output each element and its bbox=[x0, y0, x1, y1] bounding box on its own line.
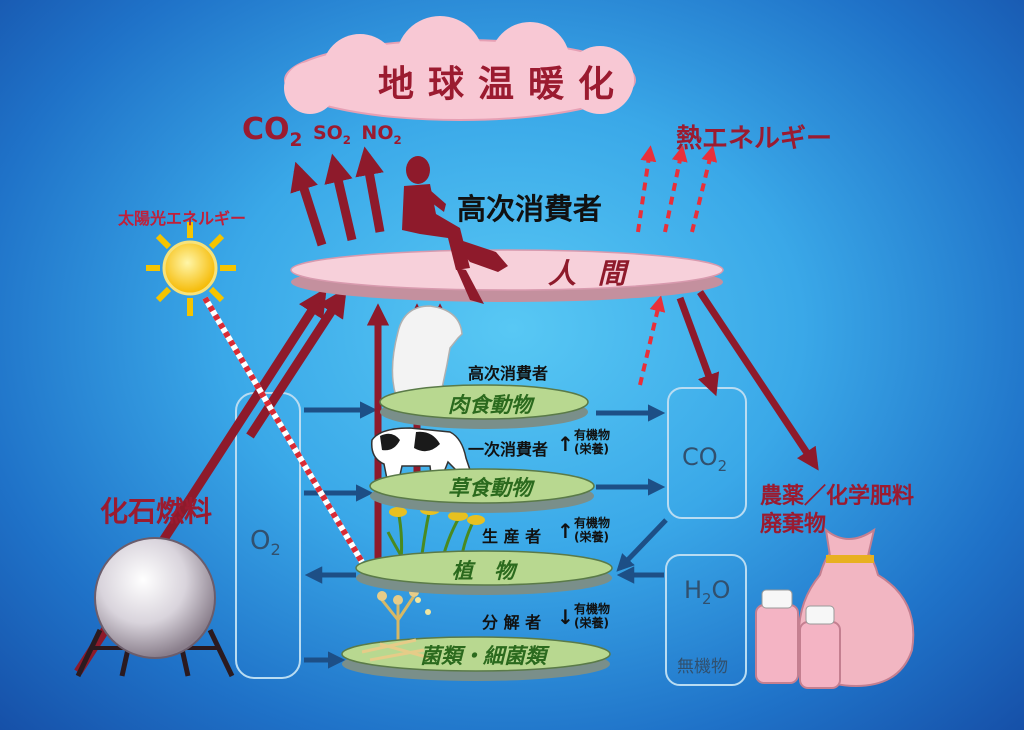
no2-label: NO2 bbox=[361, 122, 402, 147]
human-outflow-arrows bbox=[676, 290, 819, 471]
title: 地球温暖化 bbox=[378, 64, 629, 105]
so2-label: SO2 bbox=[312, 122, 351, 147]
o2-label: O2 bbox=[250, 526, 281, 560]
h2o-box bbox=[665, 554, 747, 686]
note-producer-line2: (栄養) bbox=[574, 530, 609, 544]
note-herbivore-line1: 有機物 bbox=[574, 428, 611, 442]
plate-plants-label: 植 物 bbox=[452, 559, 515, 583]
inorganic-label: 無機物 bbox=[677, 657, 728, 677]
fuel-tank-icon bbox=[75, 537, 235, 678]
fossil-fuel-label: 化石燃料 bbox=[100, 495, 213, 528]
role-decomposer: 分 解 者 bbox=[482, 613, 542, 632]
heat-arrows bbox=[636, 145, 718, 386]
emission-labels: CO2 SO2 NO2 bbox=[242, 112, 402, 151]
co2-box-label: CO2 bbox=[682, 443, 728, 475]
note-decomposer-line2: (栄養) bbox=[574, 616, 609, 630]
pesticides-label: 農薬／化学肥料 bbox=[760, 484, 915, 509]
arrow-herbivore: ↑ bbox=[557, 432, 574, 456]
role-producer: 生 産 者 bbox=[482, 527, 542, 546]
co2-label: CO2 bbox=[242, 112, 303, 151]
plate-decomposers-label: 菌類・細菌類 bbox=[420, 644, 546, 668]
solar-energy-label: 太陽光エネルギー bbox=[118, 209, 247, 228]
waste-label: 廃棄物 bbox=[760, 512, 827, 537]
arrow-decomposer: ↓ bbox=[557, 605, 574, 629]
note-producer-line1: 有機物 bbox=[574, 516, 611, 530]
emission-arrows bbox=[290, 146, 385, 247]
note-decomposer: 有機物 (栄養) bbox=[574, 602, 610, 630]
human-label: 人 間 bbox=[548, 257, 632, 290]
plate-herbivore-label: 草食動物 bbox=[448, 476, 532, 500]
o2-box bbox=[235, 392, 301, 679]
note-herbivore-line2: (栄養) bbox=[574, 442, 609, 456]
plate-herbivore bbox=[369, 468, 595, 513]
straw-icon bbox=[361, 638, 431, 662]
note-producer: 有機物 (栄養) bbox=[574, 516, 610, 544]
sun-icon bbox=[146, 222, 236, 316]
plate-plants bbox=[355, 550, 613, 595]
human-figure bbox=[402, 156, 508, 304]
polar-bear-icon bbox=[391, 305, 463, 397]
role-herbivore: 一次消費者 bbox=[468, 440, 549, 459]
plate-carnivore bbox=[379, 384, 589, 429]
plate-decomposers bbox=[341, 636, 611, 681]
cow-icon bbox=[371, 427, 471, 485]
note-decomposer-line1: 有機物 bbox=[574, 602, 611, 616]
note-herbivore: 有機物 (栄養) bbox=[574, 428, 610, 456]
top-consumer-heading: 高次消費者 bbox=[457, 192, 603, 226]
bottles-icon bbox=[755, 589, 841, 689]
heat-energy-label: 熱エネルギー bbox=[676, 124, 833, 154]
role-carnivore: 高次消費者 bbox=[468, 364, 549, 383]
warming-cloud bbox=[284, 16, 636, 121]
arrow-producer: ↑ bbox=[557, 519, 574, 543]
h2o-label: H2O bbox=[684, 576, 731, 608]
plate-carnivore-label: 肉食動物 bbox=[448, 393, 532, 417]
flow-arrows bbox=[304, 401, 668, 669]
